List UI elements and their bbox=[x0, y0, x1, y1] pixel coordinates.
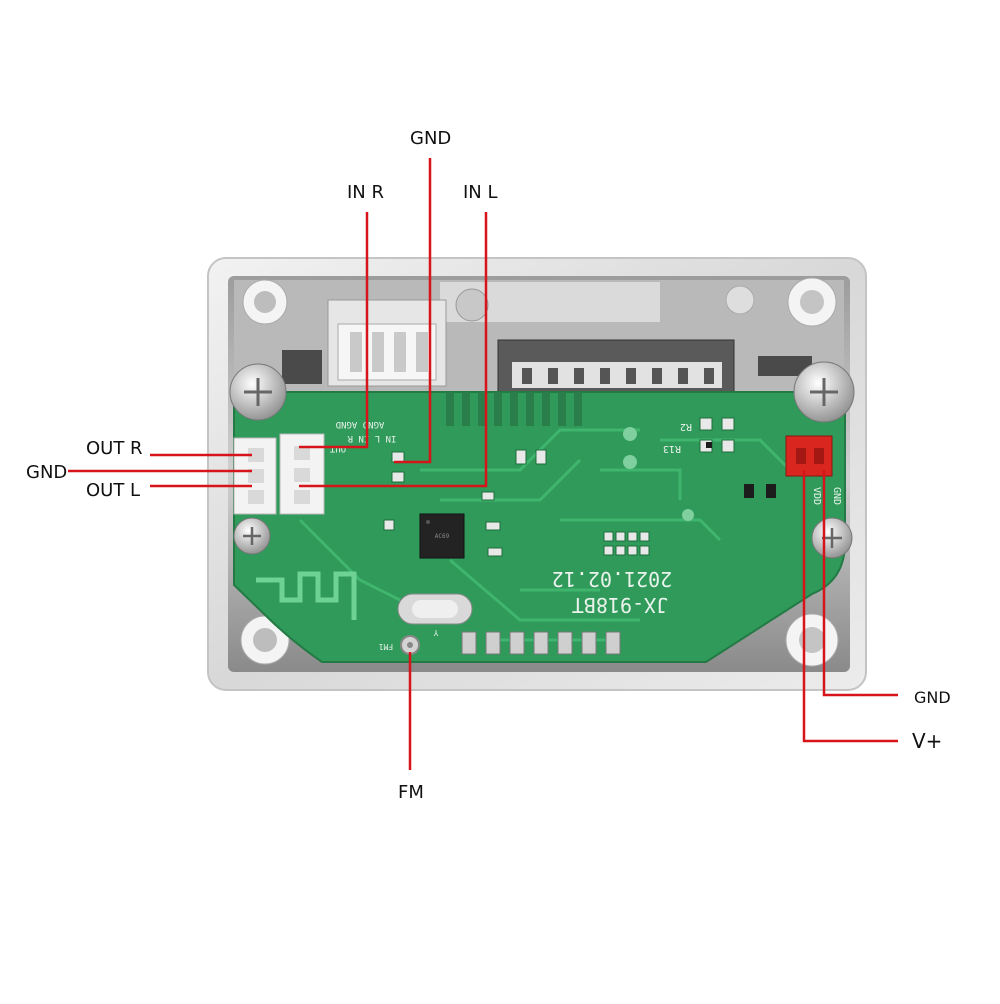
tf-card-slot bbox=[497, 339, 735, 393]
silk-agnd: AGND AGND bbox=[336, 419, 385, 429]
label-in-l: IN L bbox=[463, 182, 498, 203]
leader-in-r bbox=[299, 212, 369, 449]
pcb-traces bbox=[298, 428, 792, 642]
fm-pad bbox=[400, 635, 420, 655]
mount-hole-tc bbox=[725, 285, 755, 315]
crystal-oscillator bbox=[397, 593, 473, 625]
silk-r2: R2 bbox=[680, 421, 692, 432]
screw-right bbox=[811, 517, 853, 559]
leader-lines bbox=[68, 158, 898, 770]
pcb-edge-pins bbox=[446, 392, 582, 426]
label-in-r: IN R bbox=[347, 182, 385, 203]
mount-hole-tl bbox=[242, 279, 288, 325]
svg-text:AC69: AC69 bbox=[435, 533, 450, 540]
black-pads bbox=[706, 442, 776, 498]
leader-vplus bbox=[802, 470, 898, 743]
screw-top-left bbox=[229, 363, 287, 421]
label-gnd-right: GND bbox=[914, 688, 951, 707]
silk-gnd: GND bbox=[831, 487, 842, 505]
silk-fm1: FM1 bbox=[379, 642, 394, 651]
pcb-antenna bbox=[256, 571, 357, 620]
label-gnd-top: GND bbox=[410, 128, 452, 149]
label-gnd-left: GND bbox=[26, 462, 68, 483]
usb-port bbox=[327, 299, 447, 387]
mount-hole-bl bbox=[240, 615, 290, 665]
silk-in-rl: IN L IN R bbox=[347, 433, 396, 443]
screw-top-right bbox=[793, 361, 855, 423]
silk-vdd: VDD bbox=[811, 487, 822, 505]
dark-clip-right bbox=[758, 356, 812, 376]
key-pads bbox=[461, 631, 621, 655]
silk-y: Y bbox=[433, 628, 438, 637]
mount-hole-tr bbox=[787, 277, 837, 327]
main-ic: AC69 bbox=[419, 513, 465, 559]
silk-model: JX-918BT bbox=[572, 593, 668, 617]
leader-gnd-right bbox=[822, 470, 898, 697]
screw-left bbox=[233, 517, 271, 555]
test-points bbox=[623, 427, 694, 521]
silk-r13: R13 bbox=[663, 443, 681, 454]
silk-date: 2021.02.12 bbox=[552, 567, 672, 591]
dark-clip-left bbox=[282, 350, 322, 384]
leader-gnd-top bbox=[394, 158, 432, 464]
label-vplus: V+ bbox=[912, 729, 943, 753]
label-out-r: OUT R bbox=[86, 438, 143, 459]
audio-connector-left bbox=[233, 437, 277, 515]
label-fm: FM bbox=[398, 782, 424, 803]
leader-in-l bbox=[299, 212, 488, 488]
mount-hole-br bbox=[785, 613, 839, 667]
mount-hole-tc2 bbox=[455, 288, 489, 322]
label-out-l: OUT L bbox=[86, 480, 141, 501]
power-connector bbox=[785, 435, 833, 477]
